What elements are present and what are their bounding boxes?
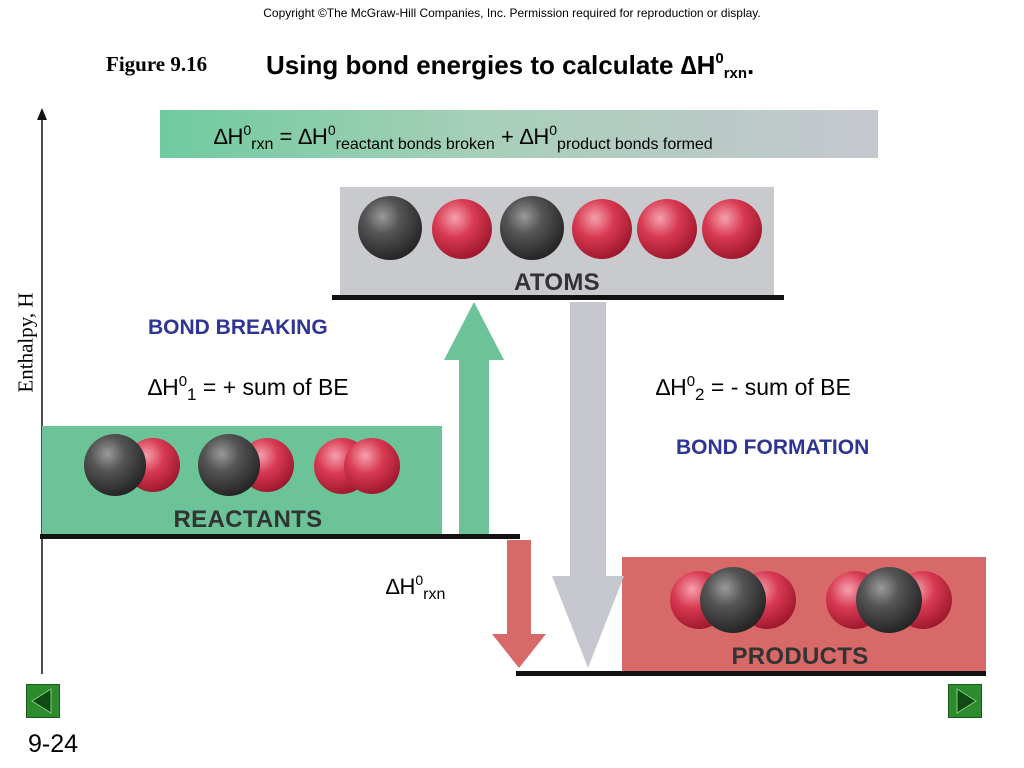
- products-label: PRODUCTS: [731, 643, 869, 670]
- oxygen-atom: [344, 438, 400, 494]
- oxygen-atom: [432, 199, 492, 259]
- delta-h2-label: ∆H02 = - sum of BE: [656, 373, 851, 405]
- oxygen-atom: [702, 199, 762, 259]
- dh2-rest: = - sum of BE: [704, 374, 851, 400]
- title-h: H: [696, 50, 716, 80]
- dh2-prefix: ∆H: [656, 374, 687, 400]
- eq-sub-3: product bonds formed: [557, 136, 713, 153]
- bond-formation-label: BOND FORMATION: [676, 436, 870, 459]
- atoms-label: ATOMS: [514, 269, 600, 296]
- bond-breaking-arrow: [444, 302, 504, 534]
- axis-arrowhead: [37, 108, 47, 120]
- eq-sub-2: reactant bonds broken: [335, 136, 495, 153]
- oxygen-atom: [637, 199, 697, 259]
- down-arrow-shape: [492, 540, 546, 668]
- dhrxn-sup: 0: [415, 572, 424, 588]
- atoms-level-box: ATOMS: [340, 187, 774, 296]
- enthalpy-axis: [37, 108, 47, 674]
- carbon-atom: [198, 434, 260, 496]
- delta-h-rxn-arrow: [492, 540, 546, 668]
- enthalpy-equation: ∆H0rxn = ∆H0reactant bonds broken + ∆H0p…: [214, 122, 713, 154]
- eq-term-2: = ∆H: [273, 124, 328, 149]
- products-level-line: [516, 671, 986, 676]
- dhrxn-sub: rxn: [423, 586, 446, 603]
- dh1-sub: 1: [187, 385, 197, 404]
- next-slide-button[interactable]: [948, 684, 982, 718]
- title-sub: rxn: [723, 65, 748, 82]
- eq-sup-2: 0: [327, 122, 336, 138]
- bond-formation-arrow: [552, 302, 624, 668]
- down-arrow-shape: [552, 302, 624, 668]
- carbon-atom: [84, 434, 146, 496]
- dh1-prefix: ∆H: [148, 374, 179, 400]
- title-text: Using bond energies to calculate: [266, 50, 681, 80]
- up-arrow-shape: [444, 302, 504, 534]
- figure-label: Figure 9.16: [106, 52, 208, 76]
- carbon-atom: [500, 196, 564, 260]
- triangle-right-icon: [956, 688, 977, 714]
- equation-banner: [160, 110, 878, 158]
- copyright-notice: Copyright ©The McGraw-Hill Companies, In…: [263, 6, 761, 20]
- eq-sup-1: 0: [243, 122, 252, 138]
- title-sup: 0: [715, 50, 724, 67]
- delta-h1-label: ∆H01 = + sum of BE: [148, 373, 349, 405]
- carbon-atom: [700, 567, 766, 633]
- title-delta: ∆: [680, 50, 697, 80]
- slide-title: Using bond energies to calculate ∆H0rxn.: [266, 50, 754, 82]
- enthalpy-axis-label: Enthalpy, H: [13, 292, 38, 393]
- eq-sub-1: rxn: [251, 136, 274, 153]
- carbon-atom: [856, 567, 922, 633]
- carbon-atom: [358, 196, 422, 260]
- dh2-sub: 2: [695, 385, 705, 404]
- eq-term-1: ∆H: [214, 124, 244, 149]
- reactants-level-line: [40, 534, 520, 539]
- dh2-sup: 0: [686, 373, 696, 390]
- triangle-left-icon: [31, 688, 52, 714]
- delta-h-rxn-label: ∆H0rxn: [386, 572, 445, 604]
- bond-breaking-label: BOND BREAKING: [148, 316, 328, 339]
- atoms-level-line: [332, 295, 784, 300]
- dh1-rest: = + sum of BE: [196, 374, 349, 400]
- eq-term-3: + ∆H: [494, 124, 550, 149]
- dhrxn-prefix: ∆H: [386, 574, 416, 599]
- products-level-box: PRODUCTS: [622, 557, 986, 671]
- eq-sup-3: 0: [549, 122, 558, 138]
- oxygen-atom: [572, 199, 632, 259]
- title-end: .: [747, 50, 755, 80]
- dh1-sup: 0: [178, 373, 188, 390]
- reactants-level-box: REACTANTS: [42, 426, 442, 534]
- page-number: 9-24: [28, 730, 79, 758]
- previous-slide-button[interactable]: [26, 684, 60, 718]
- reactants-label: REACTANTS: [173, 506, 323, 533]
